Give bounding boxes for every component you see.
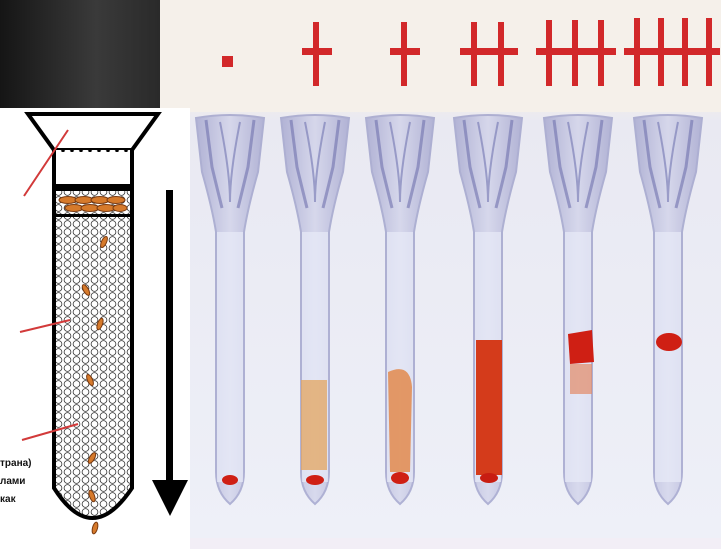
tube-plus-plus <box>454 115 522 504</box>
flow-arrow <box>152 190 188 516</box>
tube-plus-2 <box>366 115 434 504</box>
column-diagram <box>0 108 192 549</box>
grade-plus-plus-plus-plus <box>622 16 721 90</box>
grade-minus <box>218 52 238 72</box>
grade-plus-1 <box>300 20 334 90</box>
diagram-label-3: как <box>0 494 16 506</box>
funnel-shape <box>28 114 158 150</box>
tube-plus-1 <box>281 115 349 504</box>
tube-plus-plus-plus <box>544 115 612 504</box>
gel-tubes <box>160 112 721 542</box>
grade-plus-2 <box>388 20 422 90</box>
diagram-label-2: лами <box>0 476 25 488</box>
grade-plus-plus-plus <box>534 18 618 90</box>
tube-plus-plus-plus-plus <box>634 115 702 504</box>
diagram-label-1: трана) <box>0 458 32 470</box>
tube-negative <box>196 115 264 504</box>
grade-plus-plus <box>458 20 520 90</box>
